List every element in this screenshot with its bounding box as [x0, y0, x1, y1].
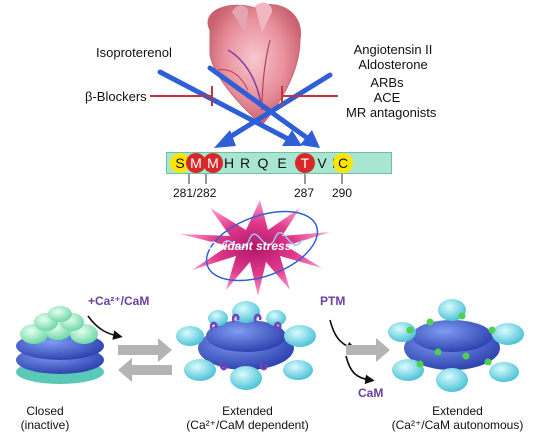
grey-ptm-arrow: [346, 338, 390, 362]
sequence-residue: H: [223, 155, 235, 171]
aldosterone-label: Aldosterone: [358, 57, 428, 72]
state-caption-closed: Closed (inactive): [0, 404, 90, 432]
activation-arrows: [87, 315, 172, 382]
state-caption-line2: (Ca²⁺/CaM dependent): [186, 418, 309, 432]
state-caption-line1: Closed: [26, 404, 64, 418]
sequence-residue: V: [317, 155, 327, 171]
extended-autonomous-holoenzyme: [388, 299, 524, 392]
signaling-arrows: [157, 65, 333, 148]
state-caption-line1: Extended: [432, 404, 483, 418]
ca-cam-label: +Ca²⁺/CaM: [88, 294, 150, 308]
state-caption-line2: (inactive): [20, 418, 70, 432]
oxidant-stress-burst: [180, 200, 330, 296]
residue-number-281-282: 281/282: [173, 186, 217, 200]
inhibitor-lines: [150, 86, 338, 106]
oxidant-stress-label: Oxidant stress: [208, 239, 292, 253]
residue-number-287: 287: [294, 186, 315, 200]
cam-label: CaM: [358, 386, 384, 400]
ptm-label: PTM: [320, 294, 346, 308]
residue-ticks: [188, 173, 343, 184]
sequence-residue: S: [170, 153, 190, 173]
sequence-residue: M: [186, 153, 206, 173]
sequence-residue: T: [295, 153, 315, 173]
beta-blockers-label: β-Blockers: [85, 89, 147, 104]
angiotensin-label: Angiotensin II: [353, 42, 433, 57]
closed-holoenzyme: [16, 306, 104, 384]
mr-antagonists-label: MR antagonists: [346, 105, 437, 120]
sequence-residue: M: [203, 153, 223, 173]
grey-forward-arrow: [118, 338, 172, 362]
ace-label: ACE: [373, 90, 401, 105]
isoproterenol-label: Isoproterenol: [96, 45, 172, 60]
state-caption-extended-dependent: Extended (Ca²⁺/CaM dependent): [170, 404, 325, 432]
state-caption-line2: (Ca²⁺/CaM autonomous): [391, 418, 524, 432]
ptm-arrows: [329, 319, 390, 385]
sequence-residue: Q: [257, 155, 269, 171]
state-caption-line1: Extended: [222, 404, 273, 418]
extended-dependent-holoenzyme: [176, 301, 316, 390]
grey-reverse-arrow: [118, 358, 172, 382]
arbs-label: ARBs: [370, 75, 404, 90]
state-caption-extended-autonomous: Extended (Ca²⁺/CaM autonomous): [380, 404, 535, 432]
sequence-residue: R: [239, 155, 251, 171]
sequence-residue: E: [277, 155, 287, 171]
residue-number-290: 290: [332, 186, 353, 200]
sequence-residue: C: [333, 153, 353, 173]
